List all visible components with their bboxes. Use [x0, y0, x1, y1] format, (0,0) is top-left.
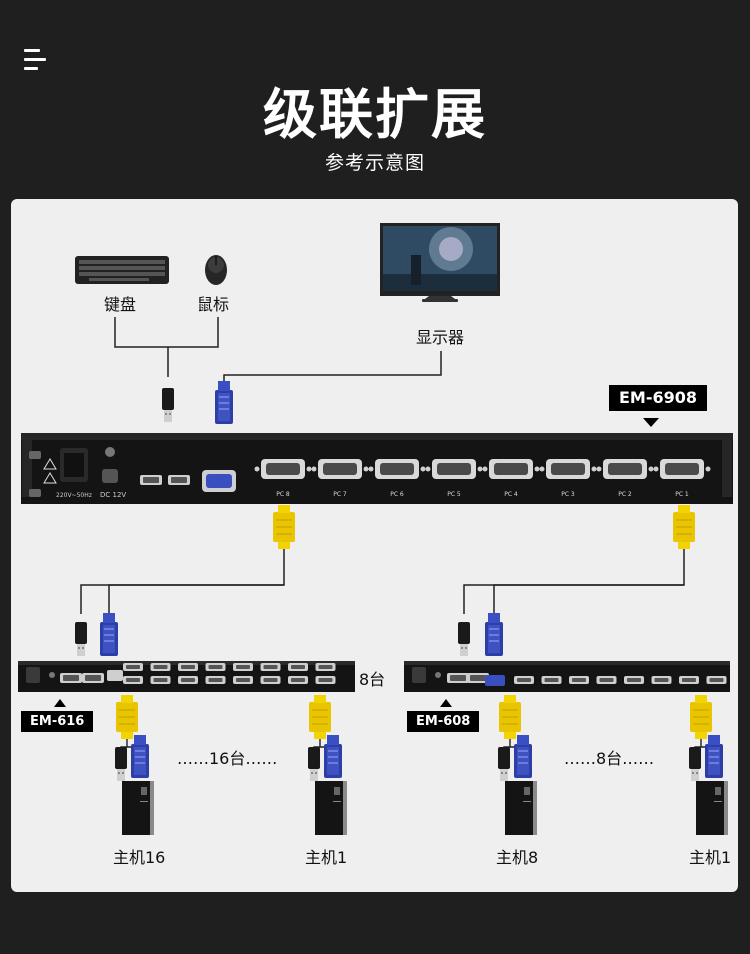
left-hosts-range: ……16台……: [177, 749, 278, 768]
port-label: PC 7: [333, 491, 347, 498]
host-label-right-first: 主机8: [496, 848, 539, 867]
cascade-right-ports: [514, 676, 727, 684]
db15-port: [482, 459, 540, 479]
pc-tower-icon: [696, 781, 728, 835]
db15-port: [425, 459, 483, 479]
usb-plug: [308, 747, 320, 781]
vga-plug: [513, 734, 533, 779]
main-model-tag: EM-6908: [609, 385, 708, 411]
keyboard-label: 键盘: [104, 295, 137, 314]
vga-plug: [323, 734, 343, 779]
pc-tower-icon: [122, 781, 154, 835]
db15-port: [254, 459, 312, 479]
vga-plug: [704, 734, 724, 779]
pc-tower-icon: [505, 781, 537, 835]
dc-input-label: DC 12V: [100, 491, 127, 499]
yellow-connector: [689, 694, 713, 740]
host-label-left-last: 主机1: [305, 848, 348, 867]
right-hosts-range: ……8台……: [564, 749, 655, 768]
yellow-connector: [308, 694, 332, 740]
pc-tower-icon: [315, 781, 347, 835]
cascade-left-ports: [123, 663, 336, 684]
cascade-diagram: PC 8 PC 7 PC 6 PC 5 PC 4 PC 3 PC 2 PC 1: [18, 223, 733, 835]
host-label-right-last: 主机1: [689, 848, 732, 867]
port-label: PC 4: [504, 491, 518, 498]
monitor-icon: [380, 223, 500, 302]
monitor-label: 显示器: [416, 328, 465, 347]
cascade-count-label: 8台: [359, 670, 386, 689]
usb-plug: [115, 747, 127, 781]
page-subtitle: 参考示意图: [324, 152, 425, 174]
vga-plug: [130, 734, 150, 779]
db15-port: [539, 459, 597, 479]
usb-plug: [498, 747, 510, 781]
db15-port: [311, 459, 369, 479]
diagram-panel: PC 8 PC 7 PC 6 PC 5 PC 4 PC 3 PC 2 PC 1: [11, 199, 738, 892]
cascade-switch-right: [404, 661, 730, 692]
usb-plug: [689, 747, 701, 781]
power-rating-label: 220V~50Hz: [56, 492, 92, 499]
db15-port: [368, 459, 426, 479]
port-label: PC 3: [561, 491, 575, 498]
menu-icon[interactable]: [24, 47, 46, 73]
port-label: PC 2: [618, 491, 632, 498]
yellow-connector: [498, 694, 522, 740]
db15-port: [653, 459, 711, 479]
mouse-label: 鼠标: [197, 295, 230, 314]
port-label: PC 1: [675, 491, 689, 498]
main-switch-ports: PC 8 PC 7 PC 6 PC 5 PC 4 PC 3 PC 2 PC 1: [254, 459, 711, 498]
port-label: PC 8: [276, 491, 290, 498]
db15-port: [596, 459, 654, 479]
host-label-left-first: 主机16: [113, 848, 166, 867]
keyboard-icon: [75, 256, 169, 284]
host-computers: [115, 694, 728, 835]
right-model-tag: EM-608: [407, 711, 480, 732]
page-title: 级联扩展: [263, 83, 487, 146]
left-model-tag: EM-616: [21, 711, 94, 732]
port-label: PC 6: [390, 491, 404, 498]
yellow-connector: [115, 694, 139, 740]
mouse-icon: [205, 255, 227, 285]
port-label: PC 5: [447, 491, 461, 498]
